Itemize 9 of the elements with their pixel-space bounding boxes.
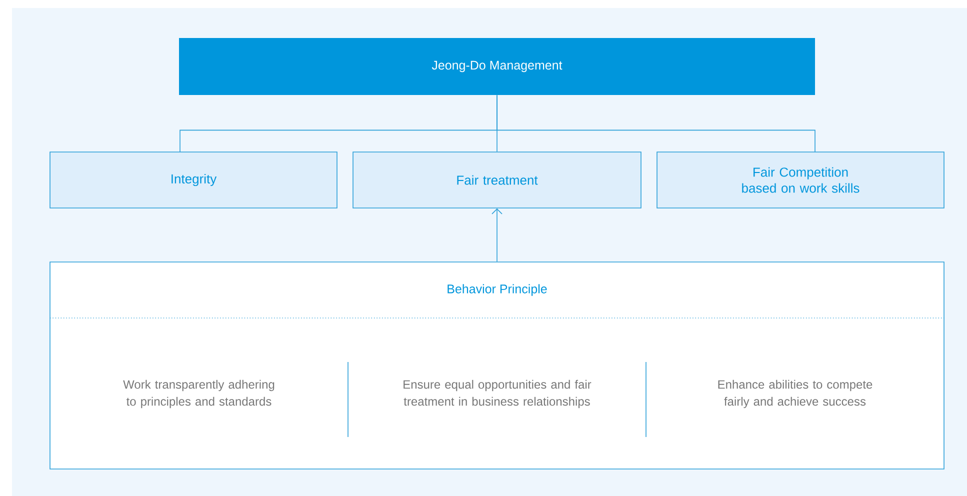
value-box: Fair Competition based on work skills: [656, 152, 944, 208]
principle-text: Enhance abilities to compete fairly and achieve success: [718, 380, 872, 408]
title-box: Jeong-Do Management: [179, 38, 815, 95]
value-box: Fair treatment: [352, 152, 642, 208]
value-box: Integrity: [50, 152, 338, 208]
principle-text: Work transparently adhering to principles and standards: [123, 380, 274, 408]
principle-text: Ensure equal opportunities and fair treatment in business relationships: [404, 380, 592, 408]
connector-line: [496, 94, 816, 152]
arrow: [492, 208, 502, 262]
